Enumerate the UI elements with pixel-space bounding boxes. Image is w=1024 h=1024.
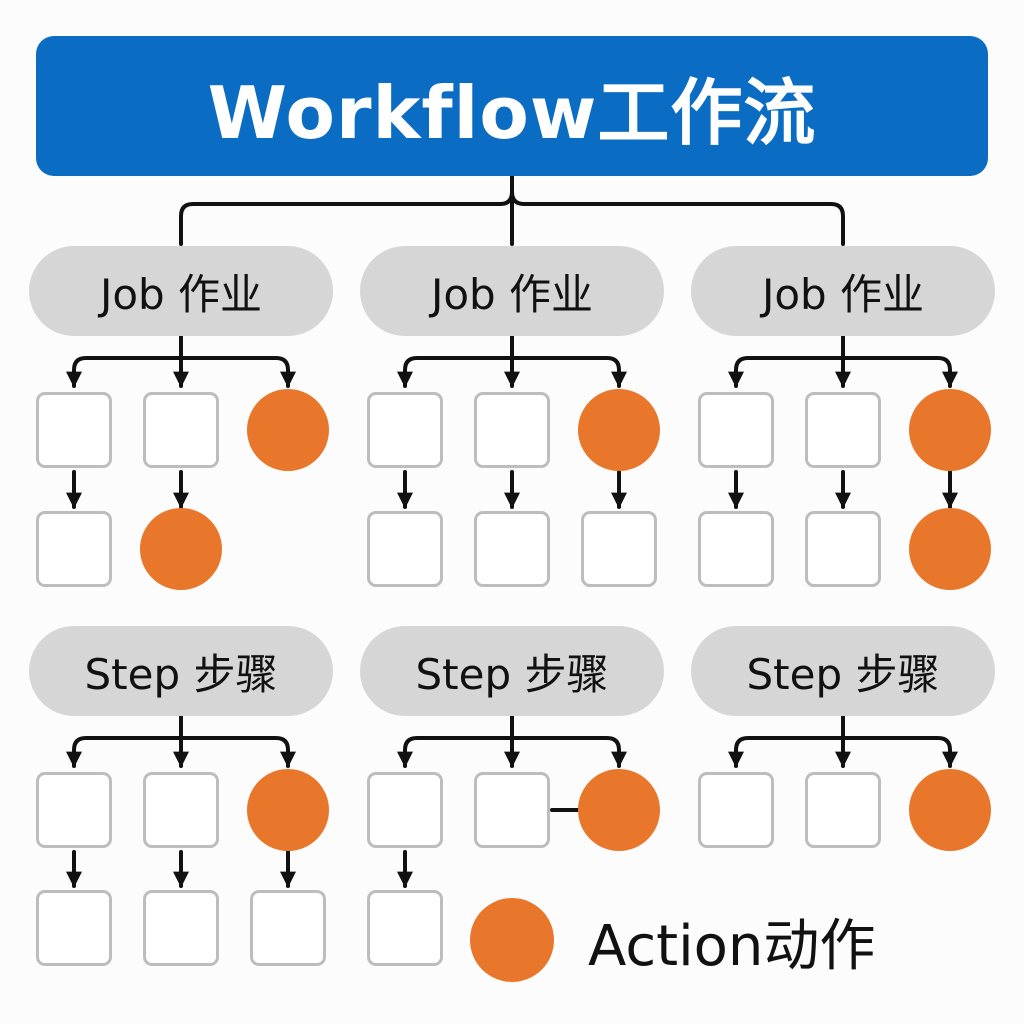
step-1-col-1-step-1 [36, 772, 112, 848]
job-2-branch-left [397, 356, 514, 388]
job-2-col-3-action-1 [578, 389, 660, 471]
legend-action-label: Action动作 [588, 913, 876, 979]
step-2-col-2-step-1 [474, 772, 550, 848]
job-2-col-1-step-1 [367, 392, 443, 468]
step-3-col-1-step-1 [698, 772, 774, 848]
step-3-col-3-action-1 [909, 769, 991, 851]
step-2-col-3-action-1 [578, 769, 660, 851]
job-pill-2: Job 作业 [360, 246, 664, 336]
job-pill-1: Job 作业 [29, 246, 333, 336]
job-2-col-1-step-2 [367, 511, 443, 587]
job-1-col-2-action-2 [140, 508, 222, 590]
step-2-col-1-step-1 [367, 772, 443, 848]
workflow-title: Workflow工作流 [207, 70, 817, 155]
step-1-branch-right [179, 736, 296, 768]
job-3-col-1-step-2 [698, 511, 774, 587]
step-2-col-1-step-2 [367, 890, 443, 966]
step-pill-3: Step 步骤 [691, 626, 995, 716]
step-1-col-2-step-1 [143, 772, 219, 848]
step-pill-1-label: Step 步骤 [84, 649, 278, 699]
step-1-col-1-step-2 [36, 890, 112, 966]
job-1-col-1-step-2 [36, 511, 112, 587]
step-2-branch-right [510, 736, 627, 768]
job-pill-3: Job 作业 [691, 246, 995, 336]
job-3-col-3-action-1 [909, 389, 991, 471]
job-2-col-2-step-2 [474, 511, 550, 587]
job-2-col-3-step-2 [581, 511, 657, 587]
legend-action-circle [470, 898, 554, 982]
job-3-col-2-step-1 [805, 392, 881, 468]
job-3-branch-right [841, 356, 958, 388]
step-3-branch-left [728, 736, 845, 768]
job-2-col-2-step-1 [474, 392, 550, 468]
step-pill-1: Step 步骤 [29, 626, 333, 716]
job-1-col-2-step-1 [143, 392, 219, 468]
job-1-branch-left [66, 356, 183, 388]
job-pill-2-label: Job 作业 [430, 269, 594, 319]
job-1-branch-right [179, 356, 296, 388]
job-3-col-3-action-2 [909, 508, 991, 590]
job-3-col-1-step-1 [698, 392, 774, 468]
job-pill-3-label: Job 作业 [761, 269, 925, 319]
job-3-branch-left [728, 356, 845, 388]
step-pill-2: Step 步骤 [360, 626, 664, 716]
workflow-title-box: Workflow工作流 [36, 36, 988, 176]
job-2-branch-right [510, 356, 627, 388]
connector-title-right [510, 190, 845, 246]
step-1-col-3-step-2 [250, 890, 326, 966]
job-3-col-2-step-2 [805, 511, 881, 587]
step-1-branch-left [66, 736, 183, 768]
step-2-branch-left [397, 736, 514, 768]
job-pill-1-label: Job 作业 [99, 269, 263, 319]
step-3-branch-right [841, 736, 958, 768]
job-1-col-3-action-1 [247, 389, 329, 471]
step-1-col-2-step-2 [143, 890, 219, 966]
step-pill-3-label: Step 步骤 [746, 649, 940, 699]
step-1-col-3-action-1 [247, 769, 329, 851]
step-3-col-2-step-1 [805, 772, 881, 848]
job-1-col-1-step-1 [36, 392, 112, 468]
step-pill-2-label: Step 步骤 [415, 649, 609, 699]
connector-title-left [179, 190, 514, 246]
